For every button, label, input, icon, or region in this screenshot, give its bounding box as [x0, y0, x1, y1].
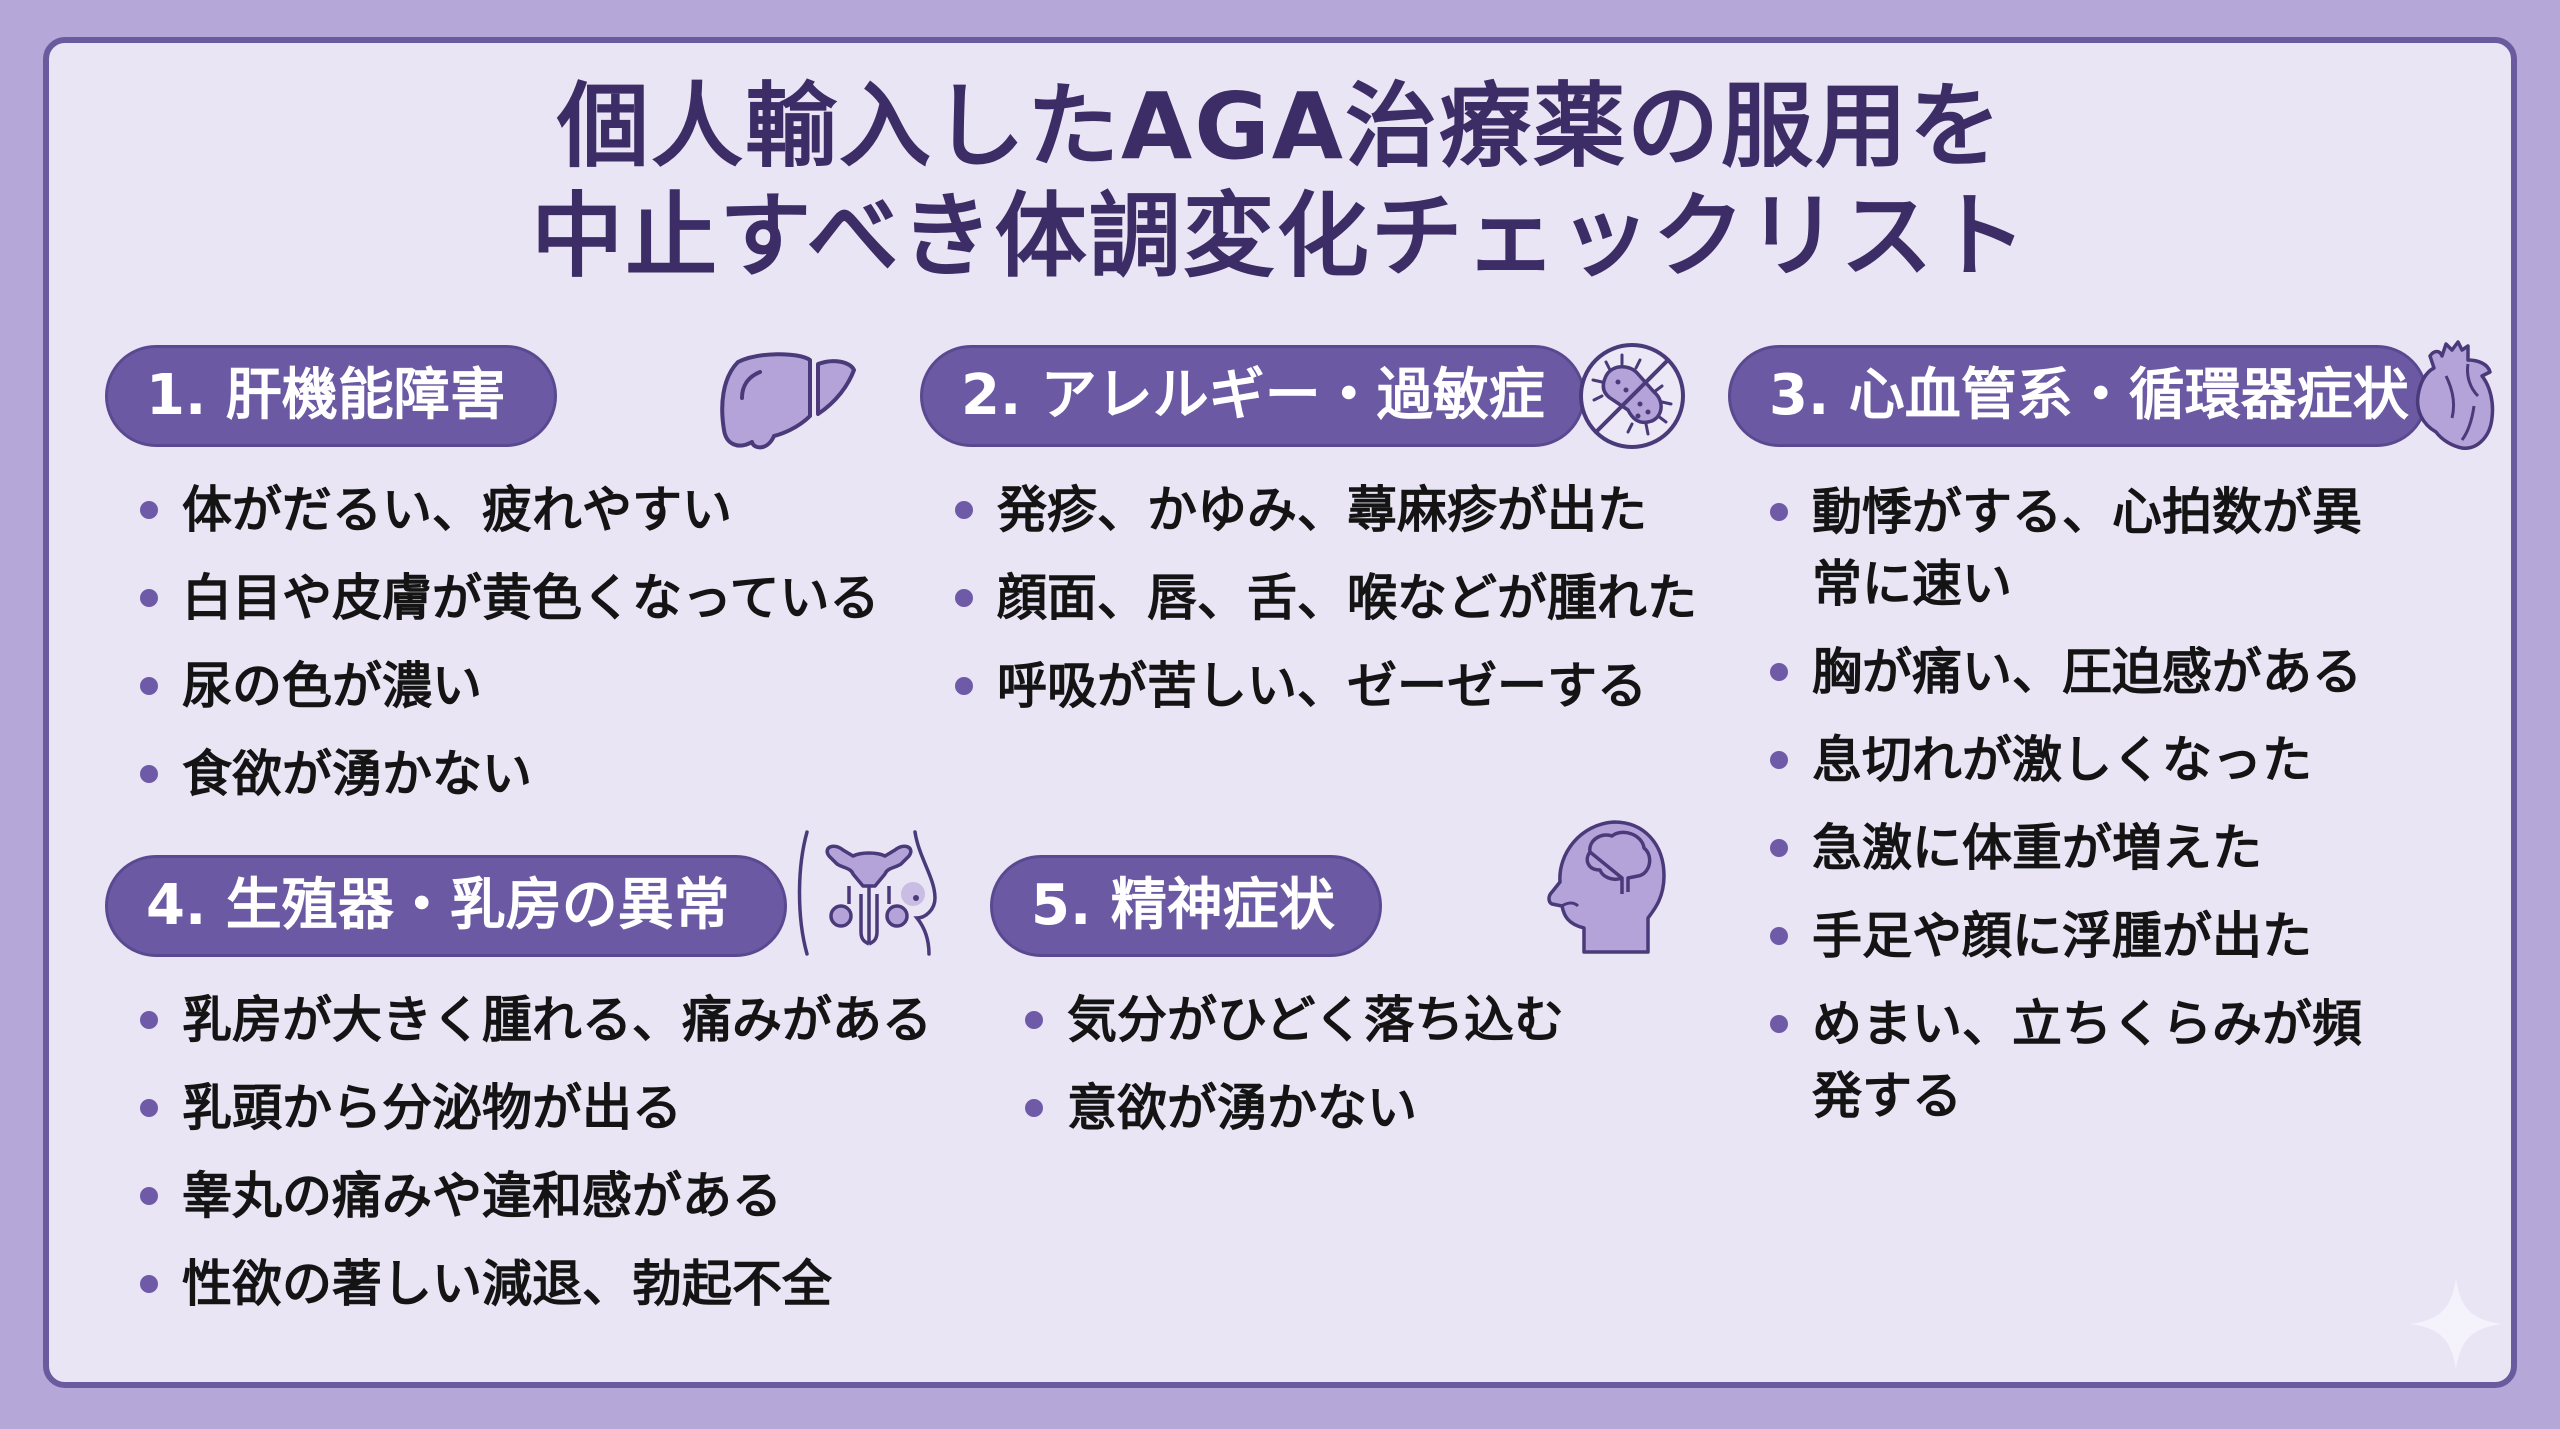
section-5-list: 気分がひどく落ち込む 意欲が湧かない	[1025, 984, 1564, 1160]
heart-icon	[2415, 340, 2495, 450]
liver-icon	[720, 352, 856, 450]
section-3-list: 動悸がする、心拍数が異常に速い 胸が痛い、圧迫感がある 息切れが激しくなった 急…	[1770, 476, 2470, 1148]
list-item: 息切れが激しくなった	[1770, 724, 2470, 796]
list-item: 発疹、かゆみ、蕁麻疹が出た	[955, 474, 1697, 546]
section-1-list: 体がだるい、疲れやすい 白目や皮膚が黄色くなっている 尿の色が濃い 食欲が湧かな…	[140, 474, 880, 826]
list-item: 気分がひどく落ち込む	[1025, 984, 1564, 1056]
list-item: 呼吸が苦しい、ゼーゼーする	[955, 650, 1697, 722]
no-allergen-icon	[1579, 343, 1685, 449]
bullet	[1770, 751, 1788, 769]
list-item: 食欲が湧かない	[140, 738, 880, 810]
list-item: 睾丸の痛みや違和感がある	[140, 1160, 932, 1232]
title-line-1: 個人輸入したAGA治療薬の服用を	[557, 73, 2003, 180]
list-item: 手足や顔に浮腫が出た	[1770, 900, 2470, 972]
bullet	[140, 589, 158, 607]
bullet	[140, 1011, 158, 1029]
list-item: 意欲が湧かない	[1025, 1072, 1564, 1144]
bullet	[1770, 839, 1788, 857]
list-item: 乳房が大きく腫れる、痛みがある	[140, 984, 932, 1056]
bullet	[140, 501, 158, 519]
list-item: 体がだるい、疲れやすい	[140, 474, 880, 546]
list-item: 性欲の著しい減退、勃起不全	[140, 1248, 932, 1320]
section-header-allergy: 2. アレルギー・過敏症	[920, 345, 1585, 447]
sparkle-icon	[2410, 1278, 2502, 1370]
reproductive-organs-icon	[797, 830, 937, 956]
bullet	[955, 501, 973, 519]
page-title: 個人輸入したAGA治療薬の服用を 中止すべき体調変化チェックリスト	[0, 72, 2560, 292]
list-item: 乳頭から分泌物が出る	[140, 1072, 932, 1144]
section-2-list: 発疹、かゆみ、蕁麻疹が出た 顔面、唇、舌、喉などが腫れた 呼吸が苦しい、ゼーゼー…	[955, 474, 1697, 738]
list-item: 急激に体重が増えた	[1770, 812, 2470, 884]
bullet	[140, 1099, 158, 1117]
bullet	[140, 1275, 158, 1293]
checklist-card	[43, 37, 2517, 1388]
bullet	[140, 1187, 158, 1205]
list-item: めまい、立ちくらみが頻発する	[1770, 988, 2372, 1132]
bullet	[1770, 1015, 1788, 1033]
bullet	[1770, 927, 1788, 945]
bullet	[1770, 503, 1788, 521]
section-header-liver: 1. 肝機能障害	[105, 345, 557, 447]
list-item: 胸が痛い、圧迫感がある	[1770, 636, 2470, 708]
bullet	[140, 677, 158, 695]
bullet	[1025, 1011, 1043, 1029]
list-item: 白目や皮膚が黄色くなっている	[140, 562, 880, 634]
head-brain-icon	[1547, 820, 1666, 954]
title-line-2: 中止すべき体調変化チェックリスト	[531, 183, 2029, 290]
bullet	[140, 765, 158, 783]
section-header-reproductive: 4. 生殖器・乳房の異常	[105, 855, 787, 957]
section-4-list: 乳房が大きく腫れる、痛みがある 乳頭から分泌物が出る 睾丸の痛みや違和感がある …	[140, 984, 932, 1336]
list-item: 顔面、唇、舌、喉などが腫れた	[955, 562, 1697, 634]
bullet	[1770, 663, 1788, 681]
section-header-mental: 5. 精神症状	[990, 855, 1382, 957]
bullet	[1025, 1099, 1043, 1117]
list-item: 動悸がする、心拍数が異常に速い	[1770, 476, 2372, 620]
list-item: 尿の色が濃い	[140, 650, 880, 722]
bullet	[955, 677, 973, 695]
section-header-cardiovascular: 3. 心血管系・循環器症状	[1728, 345, 2428, 447]
bullet	[955, 589, 973, 607]
